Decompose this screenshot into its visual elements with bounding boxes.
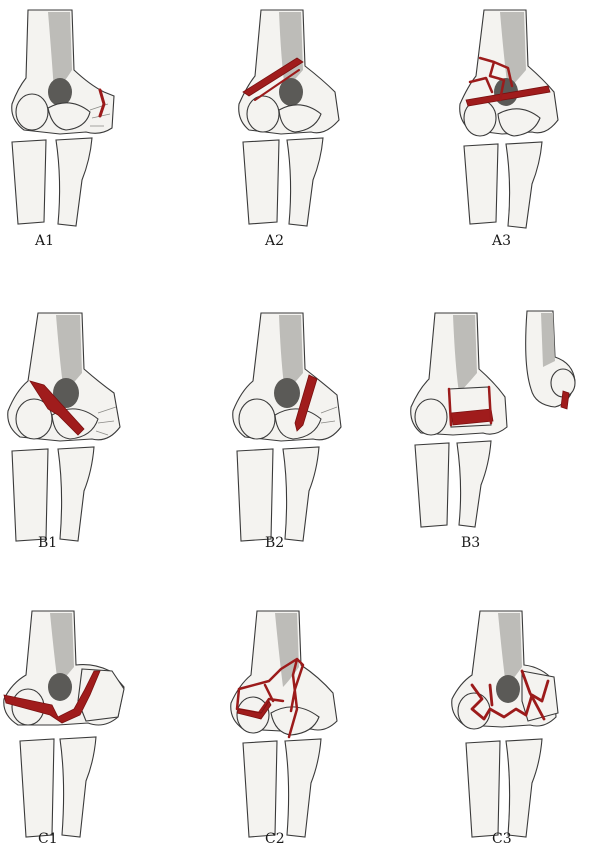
elbow-c1-illustration: [0, 605, 130, 847]
panel-label: B2: [265, 535, 284, 551]
panel-label: C1: [38, 831, 58, 847]
elbow-b3-illustration: [405, 305, 590, 565]
panel-a3: A3: [450, 0, 580, 260]
panel-b1: B1: [0, 305, 130, 565]
panel-b3: B3: [405, 305, 590, 565]
elbow-a3-illustration: [450, 0, 580, 260]
elbow-b1-illustration: [0, 305, 130, 565]
panel-b2: B2: [225, 305, 355, 565]
elbow-a1-illustration: [0, 0, 130, 260]
panel-label: A1: [35, 233, 54, 249]
panel-c3: C3: [450, 605, 590, 847]
panel-label: B3: [461, 535, 480, 551]
panel-label: A2: [265, 233, 284, 249]
panel-label: C2: [265, 831, 285, 847]
elbow-c3-illustration: [450, 605, 590, 847]
panel-label: A3: [492, 233, 511, 249]
panel-c2: C2: [225, 605, 355, 847]
elbow-b2-illustration: [225, 305, 355, 565]
panel-label: B1: [38, 535, 57, 551]
panel-a2: A2: [225, 0, 355, 260]
elbow-a2-illustration: [225, 0, 355, 260]
panel-c1: C1: [0, 605, 130, 847]
panel-label: C3: [492, 831, 512, 847]
panel-a1: A1: [0, 0, 130, 260]
elbow-c2-illustration: [225, 605, 355, 847]
